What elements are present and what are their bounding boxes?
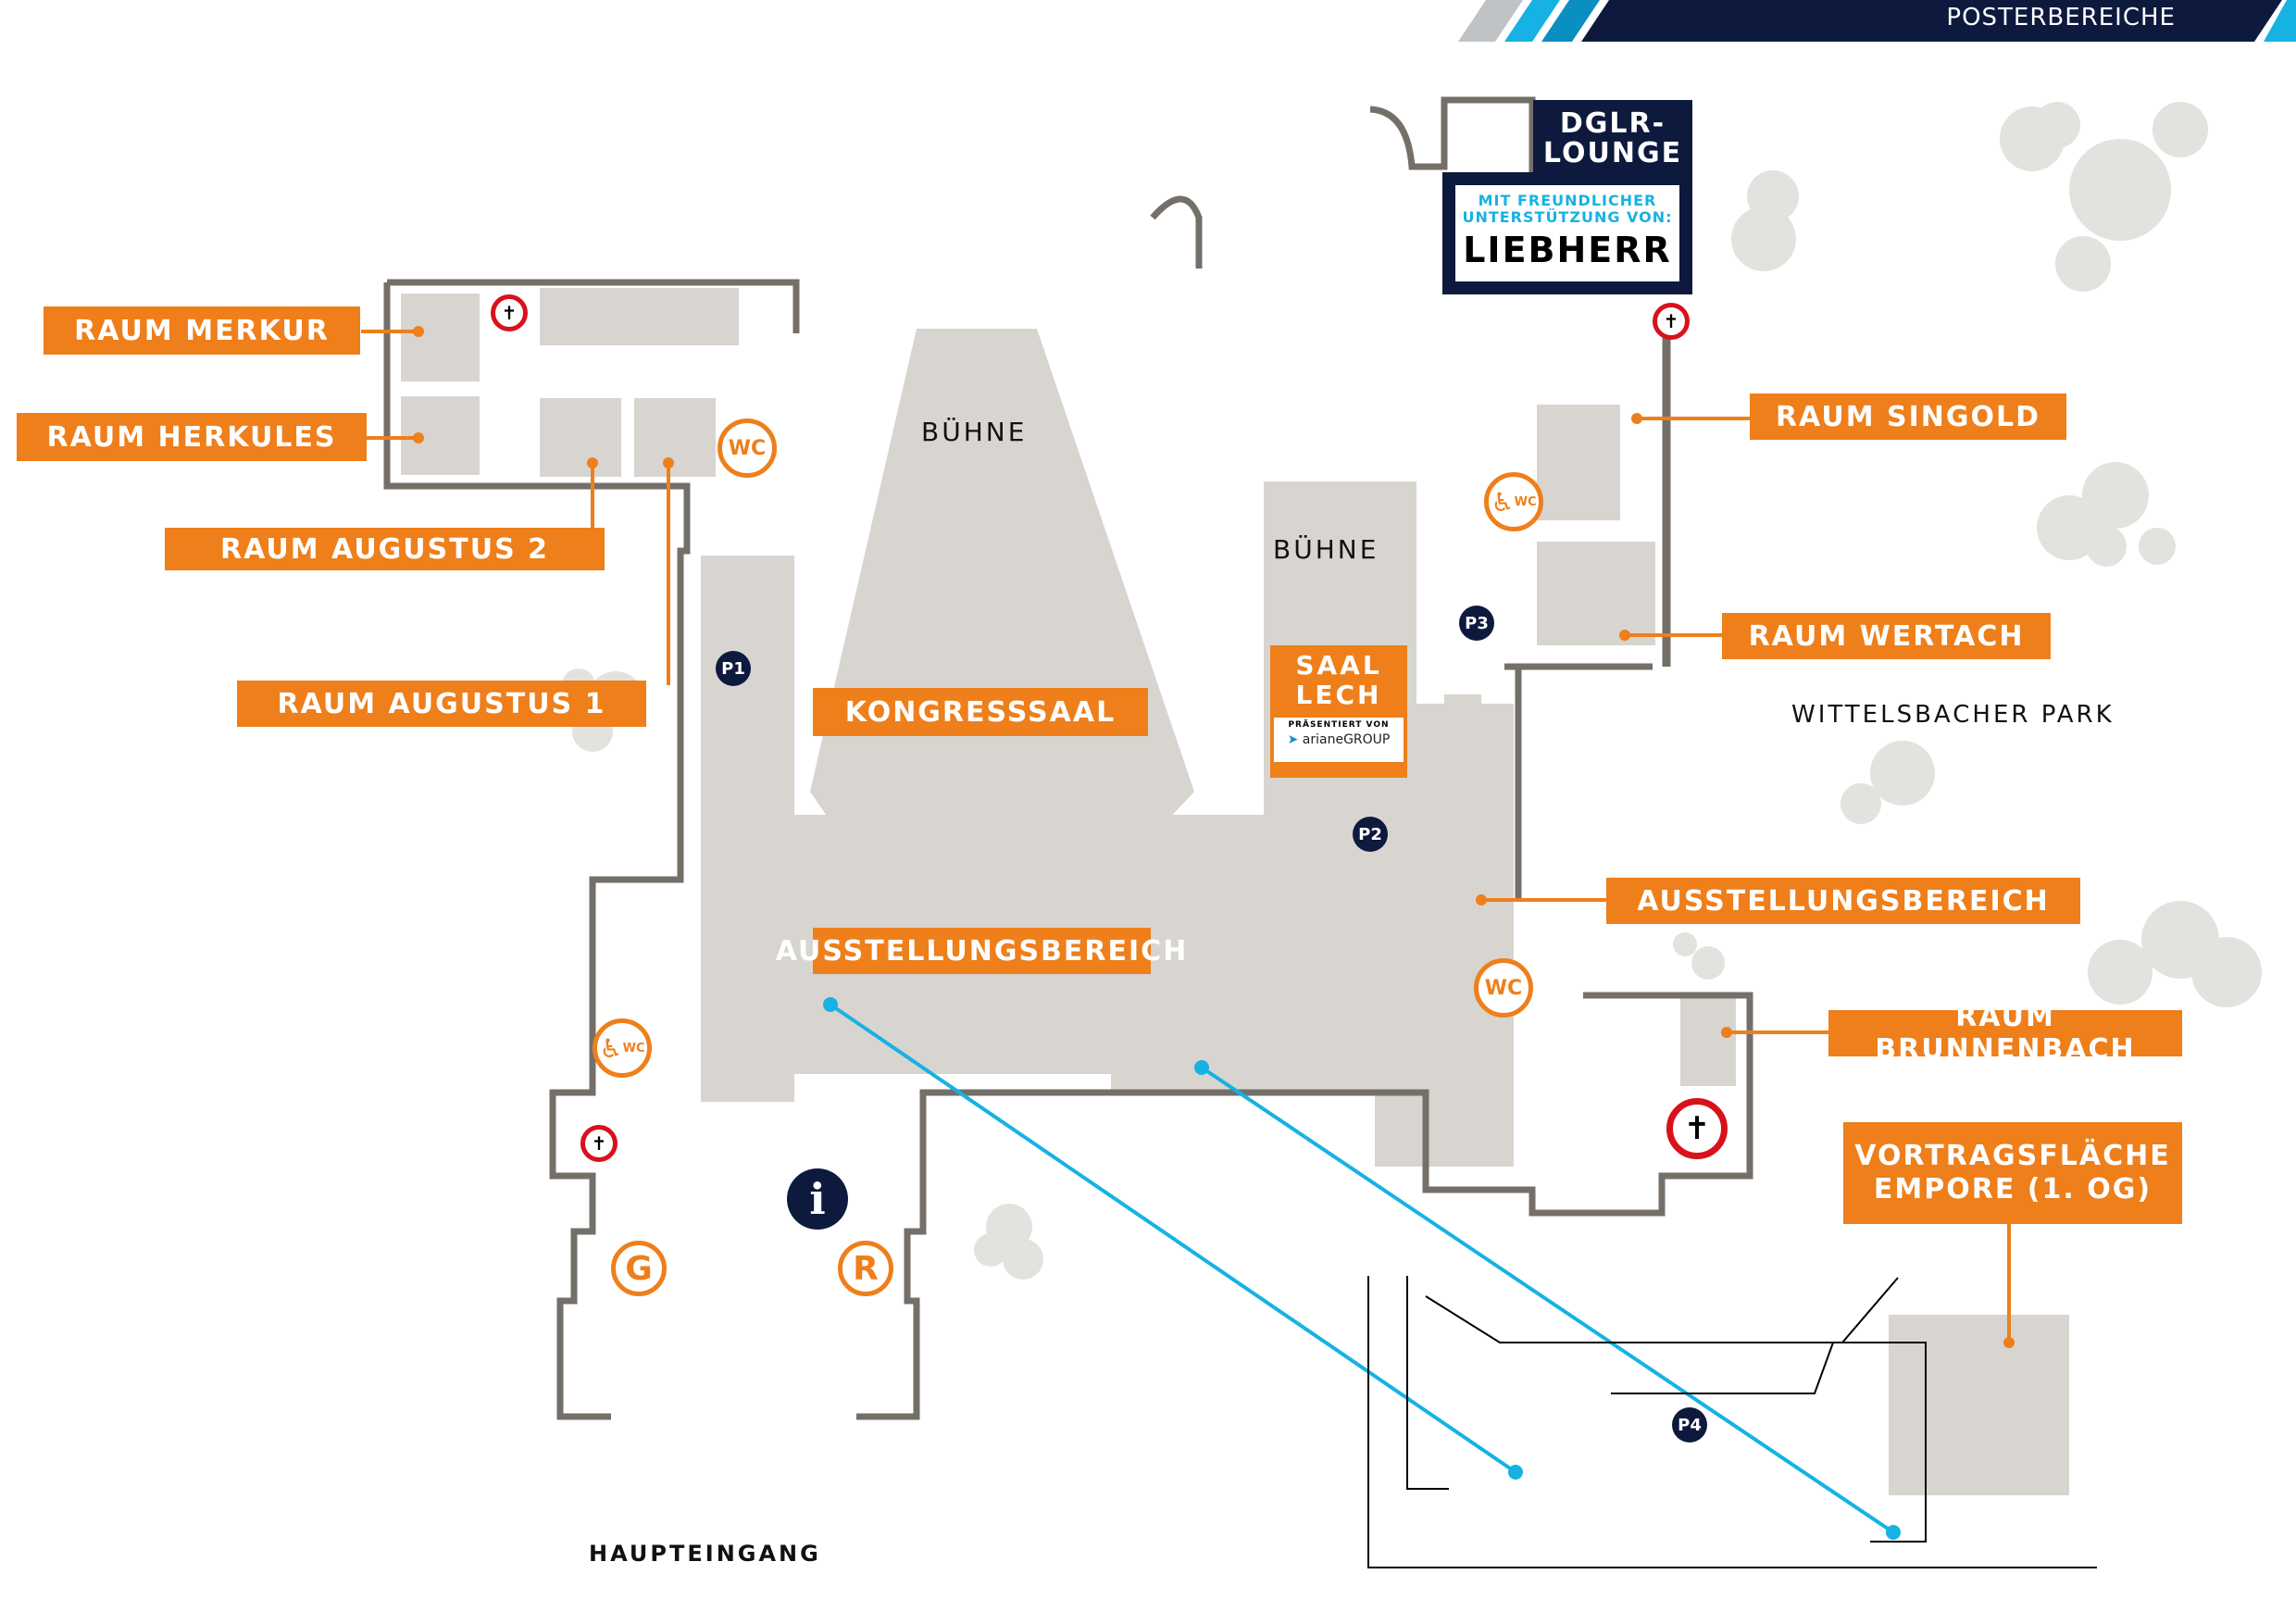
info-point-icon: i xyxy=(787,1168,848,1230)
label-saal-lech[interactable]: SAAL LECH PRÄSENTIERT VON ➤ arianeGROUP xyxy=(1270,645,1407,778)
registration-icon: R xyxy=(838,1241,893,1296)
cloakroom-icon: G xyxy=(611,1241,667,1296)
arianegroup-logo: ➤ arianeGROUP xyxy=(1274,732,1404,747)
header-band: POSTERBEREICHE xyxy=(1444,0,2296,42)
park-label: WITTELSBACHER PARK xyxy=(1791,701,2115,729)
label-raum-brunnenbach[interactable]: RAUM BRUNNENBACH xyxy=(1828,1001,2182,1066)
label-raum-herkules[interactable]: RAUM HERKULES xyxy=(17,413,367,461)
label-kongresssaal[interactable]: KONGRESSSAAL xyxy=(813,688,1148,736)
label-raum-singold[interactable]: RAUM SINGOLD xyxy=(1750,394,2066,440)
room-leader-dots xyxy=(413,326,2015,1348)
lounge-title-line-1: DGLR- xyxy=(1559,107,1666,140)
lounge-support-line-1: MIT FREUNDLICHER xyxy=(1478,192,1657,209)
park-trees xyxy=(562,102,2262,1280)
main-entrance-label: HAUPTEINGANG xyxy=(589,1541,821,1567)
wheelchair-icon: ♿ xyxy=(599,1032,623,1064)
wc-icon: WC xyxy=(718,418,777,478)
saal-lech-line-2: LECH xyxy=(1295,680,1382,710)
accessibility-person-icon: ✝ xyxy=(491,294,528,331)
wheelchair-icon: ♿ xyxy=(1491,486,1515,518)
empore-line-1: VORTRAGSFLÄCHE xyxy=(1854,1140,2171,1172)
room-fills xyxy=(401,288,2069,1495)
saal-lech-line-1: SAAL xyxy=(1295,650,1382,681)
label-raum-merkur[interactable]: RAUM MERKUR xyxy=(44,306,360,355)
lounge-support-line-2: UNTERSTÜTZUNG VON: xyxy=(1462,208,1673,226)
accessibility-person-icon: ✝ xyxy=(580,1125,618,1162)
empore-line-2: EMPORE (1. OG) xyxy=(1873,1173,2152,1206)
label-raum-augustus-2[interactable]: RAUM AUGUSTUS 2 xyxy=(165,528,605,570)
header-title: POSTERBEREICHE xyxy=(1946,4,2176,31)
label-vortragsflaeche-empore[interactable]: VORTRAGSFLÄCHE EMPORE (1. OG) xyxy=(1843,1122,2182,1224)
label-ausstellungsbereich-main[interactable]: AUSSTELLUNGSBEREICH xyxy=(776,928,1186,974)
dglr-lounge-sign[interactable]: DGLR- LOUNGE MIT FREUNDLICHER UNTERSTÜTZ… xyxy=(1442,100,1692,294)
room-leader-lines xyxy=(361,330,2011,1343)
saal-lech-presented-by: PRÄSENTIERT VON xyxy=(1288,720,1390,730)
accessible-wc-icon: ♿WC xyxy=(1484,472,1543,531)
empore-plan xyxy=(1367,1276,2097,1568)
liebherr-logo: LIEBHERR xyxy=(1463,230,1672,270)
lounge-sponsor-panel: MIT FREUNDLICHER UNTERSTÜTZUNG VON: LIEB… xyxy=(1442,172,1692,294)
poster-connector-dots xyxy=(823,997,1901,1540)
label-raum-augustus-1[interactable]: RAUM AUGUSTUS 1 xyxy=(237,681,646,727)
header-stripes xyxy=(1458,0,2296,42)
lounge-title: DGLR- LOUNGE xyxy=(1533,100,1692,183)
accessible-wc-icon: ♿WC xyxy=(593,1018,652,1078)
poster-badge-p3[interactable]: P3 xyxy=(1459,606,1494,641)
label-raum-wertach[interactable]: RAUM WERTACH xyxy=(1722,613,2051,659)
poster-badge-p1[interactable]: P1 xyxy=(716,651,751,686)
accessibility-person-icon: ✝ xyxy=(1666,1098,1728,1159)
accessible-wc-text: WC xyxy=(622,1041,645,1056)
saal-lech-sponsor-box: PRÄSENTIERT VON ➤ arianeGROUP xyxy=(1274,718,1404,762)
label-ausstellungsbereich-east[interactable]: AUSSTELLUNGSBEREICH xyxy=(1606,878,2080,924)
poster-connector-lines xyxy=(829,1003,1895,1534)
walls xyxy=(383,96,1753,1420)
accessible-wc-text: WC xyxy=(1514,494,1537,509)
arianegroup-wordmark: arianeGROUP xyxy=(1302,732,1391,747)
wc-icon: WC xyxy=(1474,958,1533,1018)
lounge-title-line-2: LOUNGE xyxy=(1542,137,1683,169)
poster-badge-p2[interactable]: P2 xyxy=(1353,817,1388,852)
poster-badge-p4[interactable]: P4 xyxy=(1672,1407,1707,1443)
accessibility-person-icon: ✝ xyxy=(1653,303,1690,340)
stage-label-kongresssaal: BÜHNE xyxy=(921,417,1028,447)
stage-label-saal-lech: BÜHNE xyxy=(1273,534,1379,565)
arianegroup-swoosh-icon: ➤ xyxy=(1287,732,1299,747)
